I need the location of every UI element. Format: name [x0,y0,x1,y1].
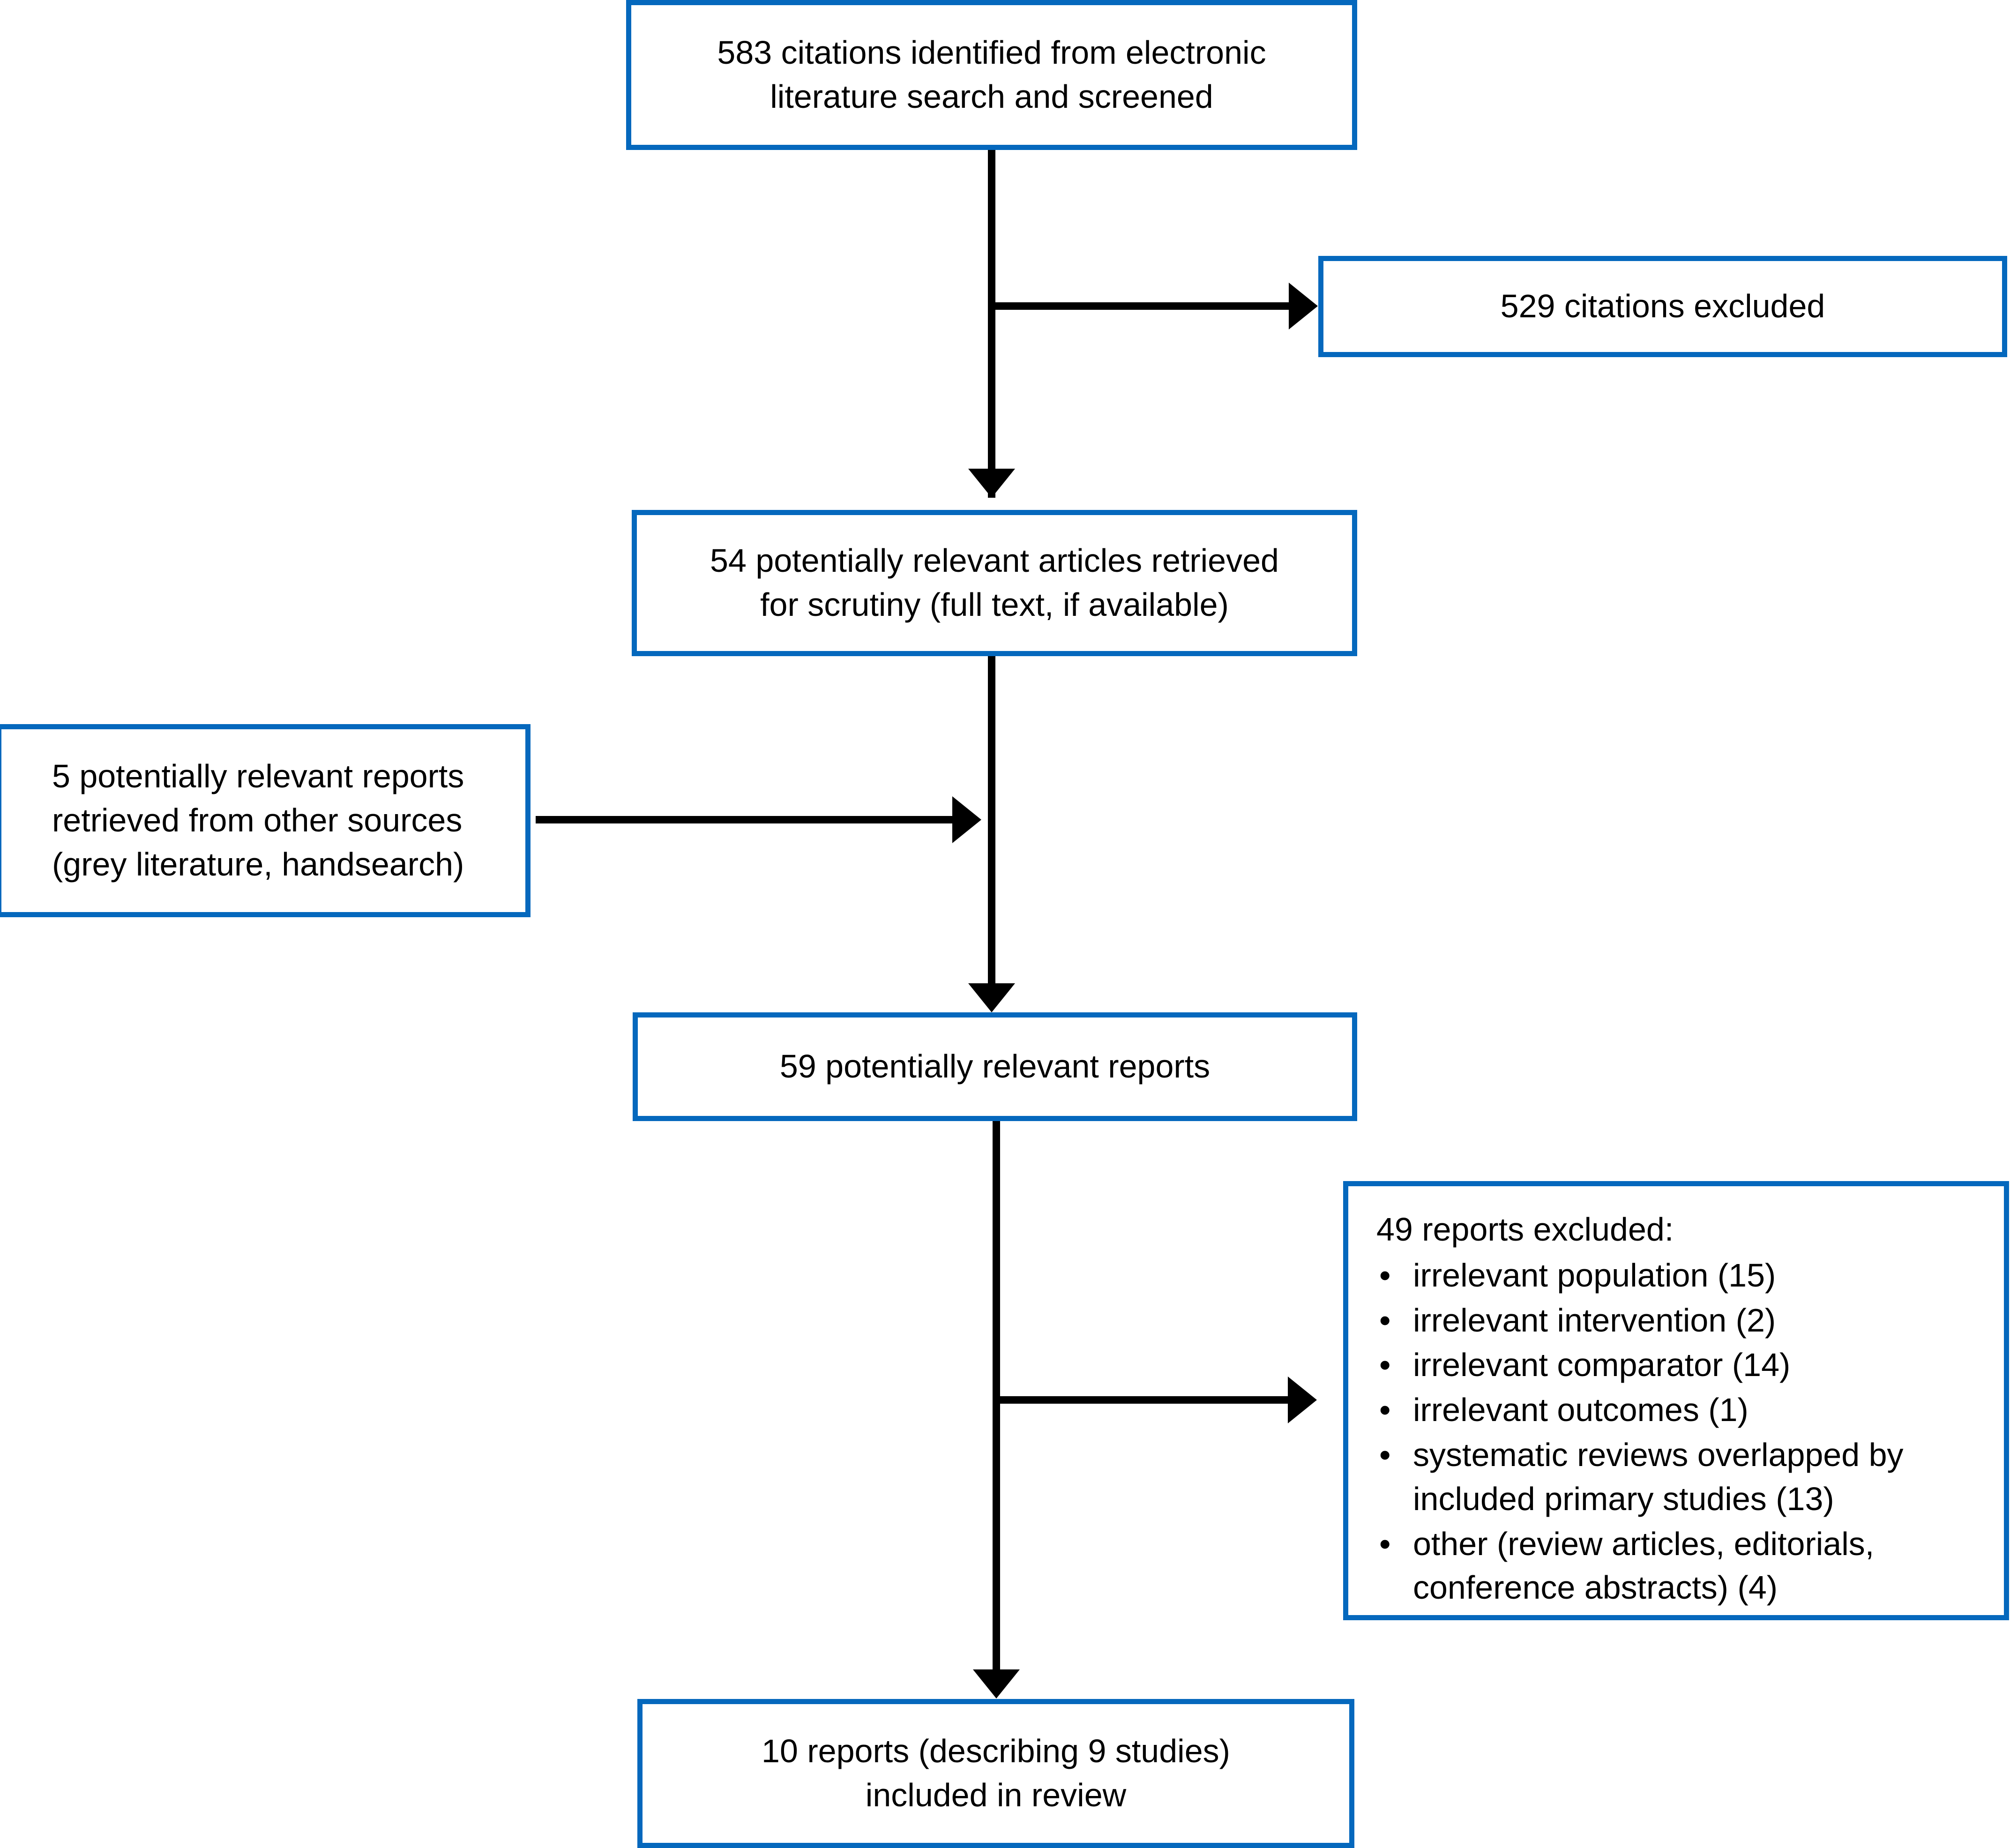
bullet-icon: • [1379,1392,1391,1429]
connector-identified-to-retrieved [988,150,995,498]
bullet-icon: • [1379,1347,1391,1384]
reason-text: other (review articles, editorials, conf… [1413,1525,1875,1606]
node-articles-retrieved: 54 potentially relevant articles retriev… [632,510,1357,656]
list-item: • other (review articles, editorials, con… [1376,1522,1904,1610]
arrowhead-other-sources-into-main [952,796,981,843]
connector-other-sources-to-main [536,816,962,823]
node-relevant-reports-label: 59 potentially relevant reports [779,1048,1210,1085]
bullet-icon: • [1379,1257,1391,1294]
reports-excluded-content: 49 reports excluded: • irrelevant populat… [1376,1208,1904,1611]
reports-excluded-reason-list: • irrelevant population (15) • irrelevant … [1376,1254,1904,1611]
list-item: • irrelevant intervention (2) [1376,1299,1904,1343]
reason-text: irrelevant population (15) [1413,1257,1776,1294]
reason-text: irrelevant intervention (2) [1413,1302,1776,1339]
reason-text: irrelevant comparator (14) [1413,1347,1791,1384]
arrowhead-into-citations-excluded [1289,283,1318,329]
arrowhead-into-included [973,1669,1020,1698]
node-relevant-reports: 59 potentially relevant reports [633,1012,1357,1121]
node-other-sources: 5 potentially relevant reports retrieved… [0,724,531,917]
connector-relevant-reports-to-included [993,1121,1000,1687]
arrowhead-into-relevant-reports [968,983,1015,1012]
node-other-sources-label: 5 potentially relevant reports retrieved… [52,758,464,883]
reason-text: irrelevant outcomes (1) [1413,1392,1748,1429]
bullet-icon: • [1379,1302,1391,1339]
arrowhead-into-retrieved [968,469,1015,498]
node-citations-excluded-label: 529 citations excluded [1500,288,1825,325]
node-citations-excluded: 529 citations excluded [1318,256,2007,357]
connector-to-reports-excluded [993,1396,1306,1404]
node-included-in-review-label: 10 reports (describing 9 studies) includ… [762,1733,1230,1813]
reports-excluded-heading: 49 reports excluded: [1376,1211,1674,1248]
list-item: • irrelevant comparator (14) [1376,1343,1904,1387]
node-included-in-review: 10 reports (describing 9 studies) includ… [637,1699,1354,1848]
node-articles-retrieved-label: 54 potentially relevant articles retriev… [710,542,1279,623]
node-reports-excluded: 49 reports excluded: • irrelevant populat… [1343,1181,2009,1620]
connector-retrieved-to-relevant-reports [988,656,995,997]
list-item: • irrelevant outcomes (1) [1376,1388,1904,1432]
bullet-icon: • [1379,1436,1391,1473]
list-item: • systematic reviews overlapped by includ… [1376,1433,1904,1521]
arrowhead-into-reports-excluded [1288,1377,1317,1423]
list-item: • irrelevant population (15) [1376,1254,1904,1298]
node-citations-identified-label: 583 citations identified from electronic… [717,34,1266,115]
connector-to-citations-excluded [988,302,1311,310]
bullet-icon: • [1379,1525,1391,1562]
node-citations-identified: 583 citations identified from electronic… [626,0,1357,150]
reason-text: systematic reviews overlapped by include… [1413,1436,1904,1517]
